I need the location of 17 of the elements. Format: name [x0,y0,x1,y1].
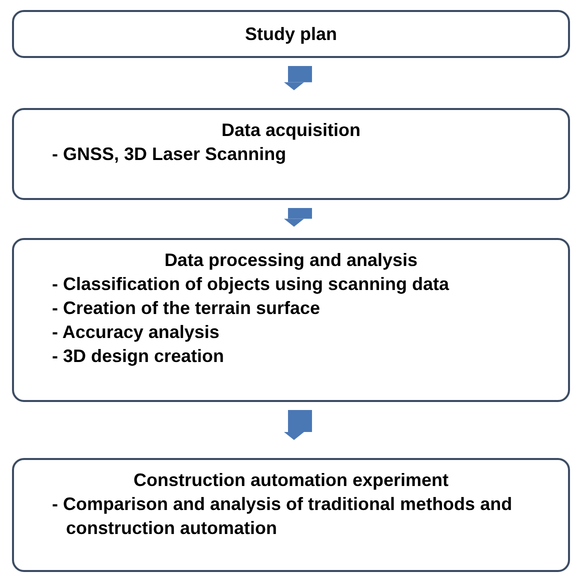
process-box [12,458,570,572]
box-heading: Data acquisition [220,119,362,142]
block-arrow [284,410,312,440]
box-heading: Data processing and analysis [163,249,419,272]
list-item: - Comparison and analysis of traditional methods and construction automation [52,493,514,540]
process-box [12,238,570,402]
list-item: - Creation of the terrain surface [52,297,322,320]
block-arrow [284,208,312,227]
process-box [12,10,570,58]
box-heading: Construction automation experiment [132,469,450,492]
block-arrow [284,66,312,90]
process-box [12,108,570,200]
list-item: - 3D design creation [52,345,226,368]
list-item: - Accuracy analysis [52,321,220,344]
list-item: - Classification of objects using scanning data [52,273,450,296]
box-heading: Study plan [244,23,338,46]
list-item: - GNSS, 3D Laser Scanning [52,143,288,166]
